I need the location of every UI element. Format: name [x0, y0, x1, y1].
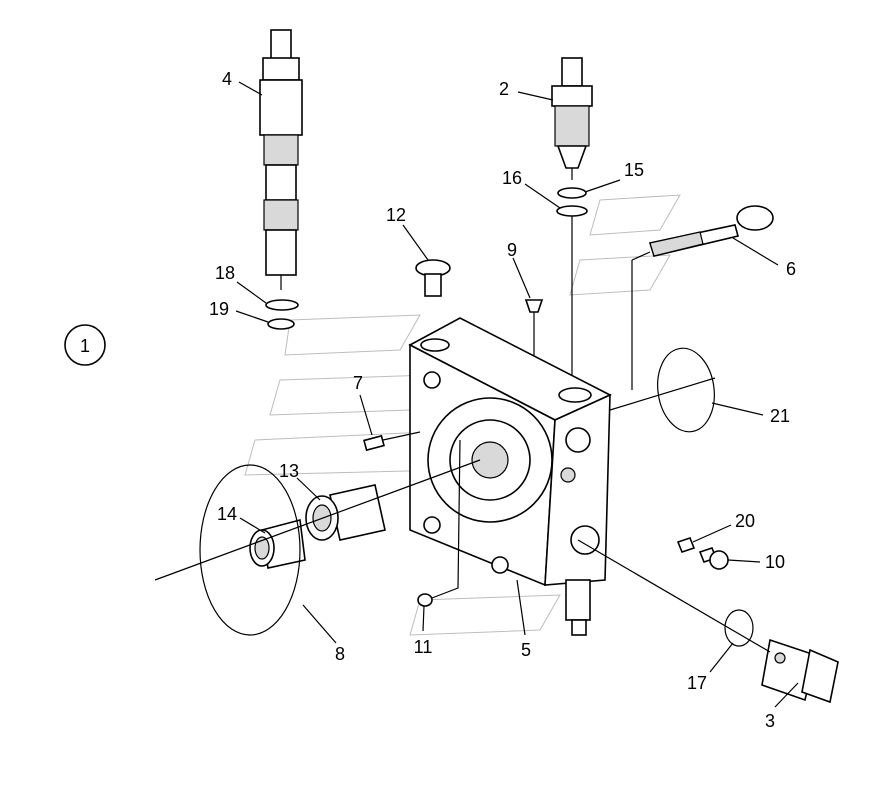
o-ring-17	[724, 609, 754, 647]
o-ring-16	[556, 205, 588, 217]
callout-21: 21	[770, 406, 790, 426]
bushing-14	[249, 518, 306, 569]
callout-6: 6	[786, 259, 796, 279]
callout-11: 11	[414, 637, 433, 657]
callout-9: 9	[507, 240, 517, 260]
callout-labels: 4 2 16 15 12 9 6 18 19 7 21 13 14 20 10 …	[209, 69, 796, 731]
callout-18: 18	[215, 263, 235, 283]
screw-9	[524, 299, 544, 395]
callout-13: 13	[279, 461, 299, 481]
cartridge-valve-2	[551, 57, 593, 180]
plug-20	[676, 537, 696, 553]
bolt-6	[631, 205, 774, 390]
callout-14: 14	[217, 504, 237, 524]
sleeve-13	[305, 484, 386, 541]
callout-15: 15	[624, 160, 644, 180]
valve-body-5	[408, 317, 612, 636]
callout-17: 17	[687, 673, 707, 693]
callout-7: 7	[353, 373, 363, 393]
callout-10: 10	[765, 552, 785, 572]
seal-ring-8	[199, 464, 301, 636]
figure-marker: 1	[64, 324, 106, 366]
callout-4: 4	[222, 69, 232, 89]
callout-20: 20	[735, 511, 755, 531]
svg-text:1: 1	[80, 336, 90, 356]
callout-2: 2	[499, 79, 509, 99]
o-ring-15	[557, 187, 587, 199]
cartridge-valve-4	[259, 29, 303, 290]
plug-12	[415, 259, 451, 297]
relief-valve-3	[761, 638, 839, 704]
o-ring-21	[657, 347, 715, 433]
o-ring-18	[265, 299, 299, 311]
callout-12: 12	[386, 205, 406, 225]
callout-5: 5	[521, 640, 531, 660]
callout-19: 19	[209, 299, 229, 319]
callout-16: 16	[502, 168, 522, 188]
pin-7	[363, 431, 421, 452]
callout-3: 3	[765, 711, 775, 731]
callout-8: 8	[335, 644, 345, 664]
o-ring-19	[267, 318, 295, 330]
plug-10	[698, 547, 729, 570]
ring-11	[417, 593, 433, 607]
leader-lines	[235, 81, 799, 708]
